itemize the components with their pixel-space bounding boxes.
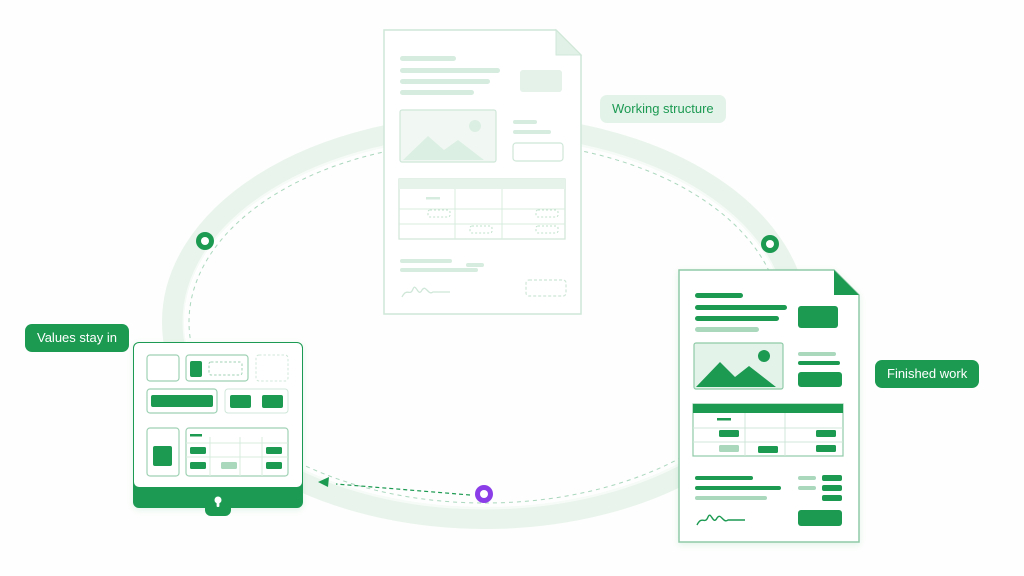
signature-icon xyxy=(696,514,745,526)
flow-arrow-line xyxy=(335,483,471,496)
signature-icon xyxy=(401,286,450,298)
arrow-head-icon xyxy=(318,477,329,487)
ring-marker-left xyxy=(196,232,214,250)
image-icon xyxy=(693,342,784,390)
label-finished-work: Finished work xyxy=(875,360,980,388)
label-values-stay-in: Values stay in xyxy=(25,324,129,352)
values-panel-table xyxy=(185,427,289,477)
finished-document xyxy=(678,269,860,543)
label-working-structure: Working structure xyxy=(600,95,726,123)
folded-corner-icon xyxy=(834,270,859,295)
finished-table xyxy=(692,403,844,457)
ring-marker-bottom xyxy=(475,485,493,503)
lock-icon xyxy=(205,496,231,516)
image-icon xyxy=(399,109,497,163)
template-table xyxy=(398,178,566,240)
template-document xyxy=(383,28,583,315)
folded-corner-icon xyxy=(555,28,583,56)
ring-marker-right xyxy=(761,235,779,253)
values-panel xyxy=(133,342,303,516)
